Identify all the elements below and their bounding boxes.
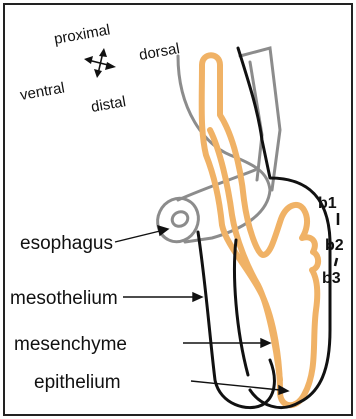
mesothelium-label: mesothelium [10, 288, 118, 309]
mesenchyme-label: mesenchyme [14, 334, 127, 355]
bud-b1-label: b1 [318, 195, 337, 212]
bud-b3-label: b3 [322, 270, 341, 287]
esophagus-label: esophagus [20, 233, 113, 254]
epithelium-label: epithelium [34, 372, 121, 393]
bud-b2-label: b2 [325, 237, 344, 254]
